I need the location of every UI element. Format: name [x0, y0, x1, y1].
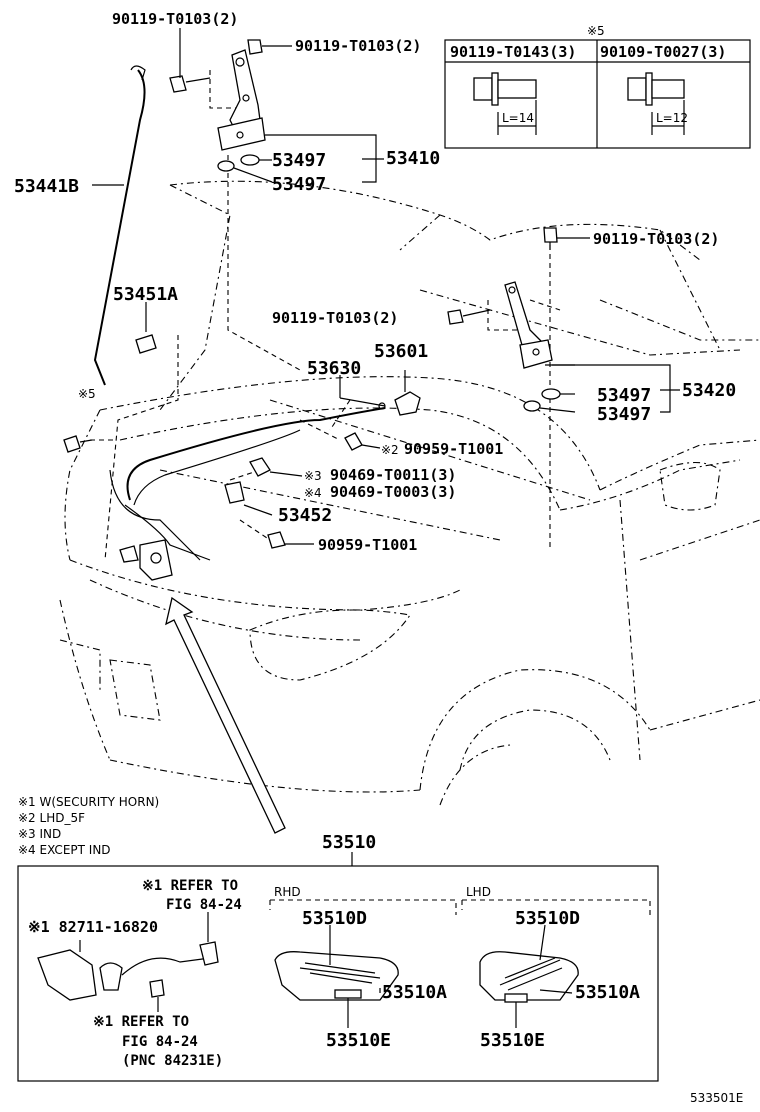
lock-pointer-arrow	[165, 596, 286, 834]
rod-holder	[135, 302, 157, 354]
refer-1-line1: ※1 REFER TO	[142, 878, 238, 894]
label-rhd: RHD	[274, 885, 301, 899]
label-cushion-r1: 53497	[597, 385, 651, 406]
release-lever	[394, 370, 421, 416]
label-switch: ※1 82711-16820	[28, 918, 158, 936]
label-clamp-lhd: 90959-T1001	[404, 440, 503, 458]
inset-len2: L=12	[656, 111, 688, 125]
label-hinge-bolt-top-right: 90119-T0103(2)	[295, 37, 421, 55]
refer-2-line3: (PNC 84231E)	[122, 1053, 223, 1069]
label-clamp-lower: 90959-T1001	[318, 536, 417, 554]
label-lock-d-lhd: 53510D	[515, 908, 580, 929]
refer-2-line2: FIG 84-24	[122, 1034, 198, 1050]
inset-bolt-box	[444, 39, 751, 149]
hood-lock-in-vehicle	[119, 539, 173, 581]
refer-2-line1: ※1 REFER TO	[93, 1014, 189, 1030]
inset-len1: L=14	[502, 111, 534, 125]
label-cushion-r2: 53497	[597, 404, 651, 425]
label-lock-a-rhd: 53510A	[382, 982, 447, 1003]
hood-lock-lhd	[479, 924, 579, 1028]
label-clamp-except-ind-mark: ※4	[304, 486, 322, 500]
inset-bolt2-label: 90109-T0027(3)	[600, 43, 726, 61]
hood-hinge-right	[447, 227, 576, 413]
label-hinge-bolt-rh-top: 90119-T0103(2)	[593, 230, 719, 248]
label-cushion-l2: 53497	[272, 174, 326, 195]
label-hinge-left: 53410	[386, 148, 440, 169]
note-1: ※1 W(SECURITY HORN)	[18, 795, 159, 809]
label-clamp-ind-mark: ※3	[304, 469, 322, 483]
support-rod	[92, 65, 146, 386]
hood-lock-rhd	[274, 925, 399, 1028]
label-release-cable: 53630	[307, 358, 361, 379]
label-hinge-right: 53420	[682, 380, 736, 401]
label-lock-a-lhd: 53510A	[575, 982, 640, 1003]
refer-1-line2: FIG 84-24	[166, 897, 242, 913]
leader-lines	[90, 70, 561, 561]
note-2: ※2 LHD_5F	[18, 811, 85, 825]
label-hinge-bolt-rh-side: 90119-T0103(2)	[272, 309, 398, 327]
security-switch	[37, 912, 219, 1012]
label-clamp-ind: 90469-T0011(3)	[330, 466, 456, 484]
cable-clamps	[63, 432, 381, 549]
label-release-lever: 53601	[374, 341, 428, 362]
label-rod-holder: 53451A	[113, 284, 178, 305]
label-cushion-l1: 53497	[272, 150, 326, 171]
vehicle-outline	[59, 180, 760, 806]
label-hinge-bolt-top-left: 90119-T0103(2)	[112, 10, 238, 28]
label-clamp-except-ind: 90469-T0003(3)	[330, 483, 456, 501]
label-support-rod: 53441B	[14, 176, 79, 197]
note-3: ※3 IND	[18, 827, 61, 841]
inset-bolt1-label: 90119-T0143(3)	[450, 43, 576, 61]
label-lock-d-rhd: 53510D	[302, 908, 367, 929]
hood-hinge-left	[169, 39, 273, 183]
label-note5-bolt: ※5	[78, 387, 96, 401]
release-cable	[109, 375, 386, 561]
figure-code: 533501E	[690, 1091, 743, 1105]
label-cable-guide: 53452	[278, 505, 332, 526]
label-lock-e-lhd: 53510E	[480, 1030, 545, 1051]
label-lock-assy: 53510	[322, 832, 376, 853]
lock-assy-box	[17, 865, 659, 1082]
inset-note-mark: ※5	[587, 24, 605, 38]
note-4: ※4 EXCEPT IND	[18, 843, 111, 857]
label-lhd: LHD	[466, 885, 491, 899]
label-lock-e-rhd: 53510E	[326, 1030, 391, 1051]
label-clamp-lhd-mark: ※2	[381, 443, 399, 457]
